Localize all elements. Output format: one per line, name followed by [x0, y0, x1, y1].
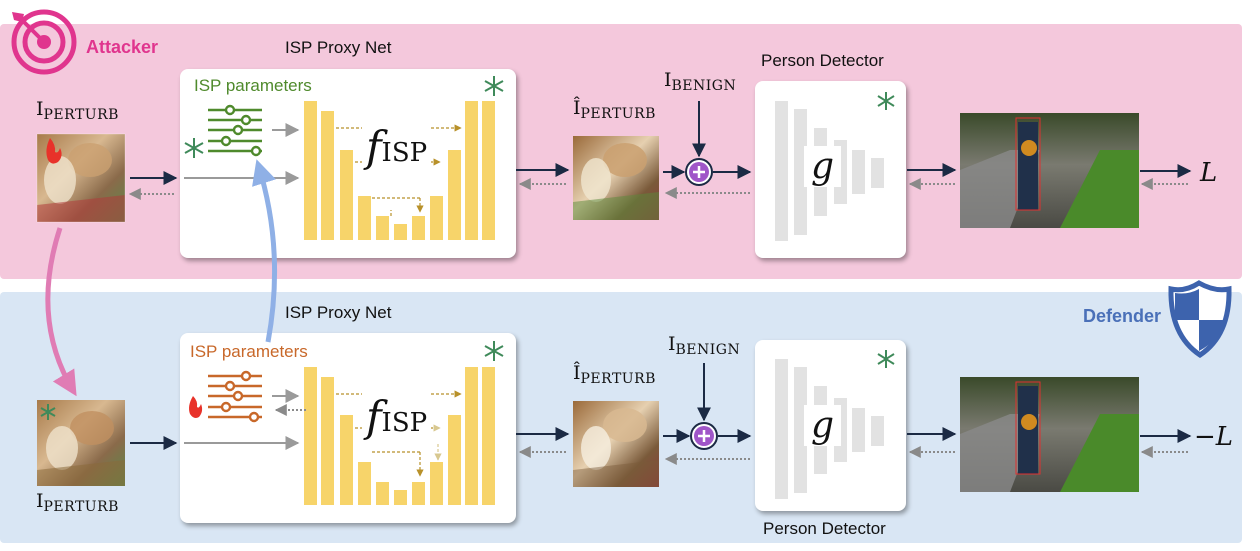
defender-detector-title: Person Detector: [763, 519, 886, 538]
defender-benign-label: IBENIGN: [668, 333, 741, 358]
defender-detection-image: [960, 377, 1139, 492]
attacker-isp-params-label: ISP parameters: [194, 76, 312, 95]
attacker-f-isp: fISP: [362, 122, 432, 171]
target-icon: [11, 9, 77, 75]
attacker-detection-image: [960, 113, 1139, 228]
attacker-output-label: ÎPERTURB: [573, 97, 656, 122]
shield-icon: [1168, 280, 1232, 359]
attacker-isp-bars: [304, 101, 495, 240]
defender-output-image: [573, 401, 659, 487]
defender-isp-params-label: ISP parameters: [190, 342, 308, 361]
attacker-to-defender-arrow: [45, 227, 77, 397]
defender-input-label: IPERTURB: [36, 490, 119, 515]
attacker-slider-icon: [208, 104, 262, 157]
forward-arrows: [130, 101, 1192, 450]
flame-icon: [189, 396, 203, 418]
internal-arrows: [184, 123, 300, 450]
attacker-output-image: [573, 136, 659, 220]
defender-g: g: [804, 405, 842, 446]
defender-output-label: ÎPERTURB: [573, 362, 656, 387]
attacker-isp-title: ISP Proxy Net: [285, 38, 392, 57]
attacker-input-label: IPERTURB: [36, 98, 119, 123]
plus-icon: [690, 422, 718, 450]
defender-slider-icon: [208, 370, 262, 423]
defender-to-attacker-params-arrow: [252, 159, 278, 343]
snowflake-icon: [40, 404, 56, 420]
attacker-benign-label: IBENIGN: [664, 69, 737, 94]
defender-isp-title: ISP Proxy Net: [285, 303, 392, 322]
attacker-detector-title: Person Detector: [761, 51, 884, 70]
defender-isp-bars: [304, 367, 495, 505]
defender-f-isp: fISP: [362, 392, 432, 441]
attacker-input-image: [36, 133, 126, 223]
attacker-label: Attacker: [86, 37, 159, 57]
snowflake-icon: [184, 76, 895, 158]
plus-icon: [685, 158, 713, 186]
backward-arrows: [128, 178, 1188, 465]
snowflake-icon: [484, 341, 895, 368]
defender-label: Defender: [1083, 306, 1162, 326]
defender-loss: −L: [1194, 422, 1234, 452]
attacker-loss: L: [1200, 158, 1218, 188]
flame-icon: [46, 138, 62, 164]
attacker-g: g: [804, 146, 842, 187]
